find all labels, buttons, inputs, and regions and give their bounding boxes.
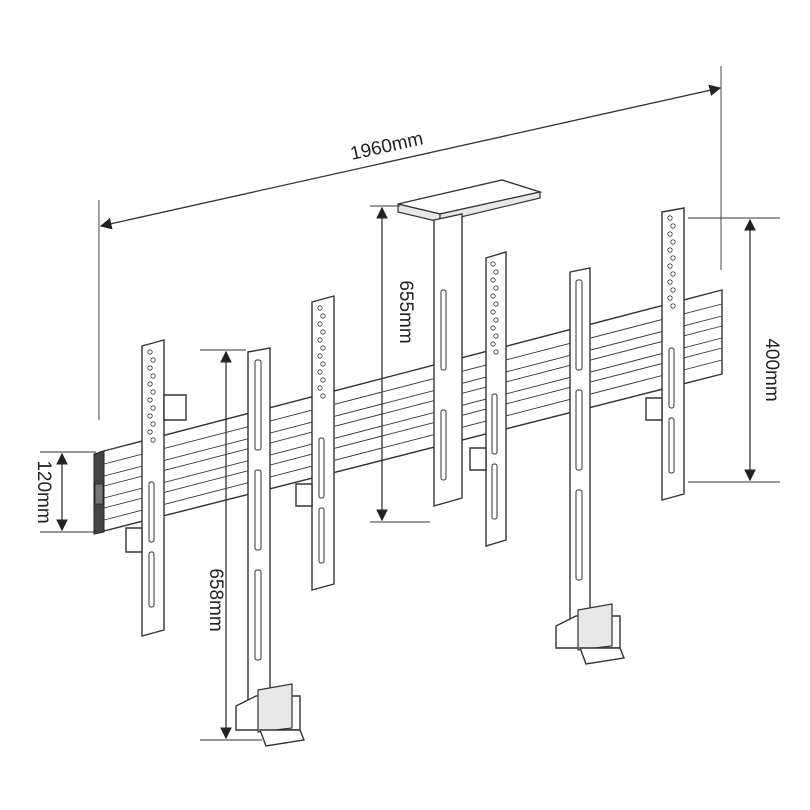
bracket-hole [670, 223, 676, 229]
bracket-hole [493, 317, 499, 323]
bracket-hole [490, 261, 496, 267]
bracket-hole [317, 385, 323, 391]
bracket-hole [317, 353, 323, 359]
bracket-hole-pattern [147, 215, 676, 608]
bracket-hole [320, 313, 326, 319]
bracket-slot [668, 417, 675, 474]
bracket-hole [493, 349, 499, 355]
bracket-hole [320, 329, 326, 335]
leg-height-label: 658mm [205, 568, 226, 631]
bracket-hole [493, 301, 499, 307]
bracket-hole [320, 377, 326, 383]
rail-height-label: 120mm [33, 460, 54, 523]
bracket-hole [317, 337, 323, 343]
bracket-hole [667, 247, 673, 253]
bracket-hole [670, 271, 676, 277]
bracket-hole [670, 303, 676, 309]
bracket-hole [147, 381, 153, 387]
bracket-hole [670, 255, 676, 261]
bracket-hole [317, 305, 323, 311]
dimension-vesa-height: 400mm [688, 217, 782, 483]
bracket-hole [667, 279, 673, 285]
bracket-hole [667, 263, 673, 269]
bracket-hole [493, 333, 499, 339]
dimension-bracket-height: 655mm [370, 205, 430, 523]
vesa-height-label: 400mm [761, 338, 782, 401]
bracket-slot [318, 437, 325, 499]
bracket-hole [150, 357, 156, 363]
bracket-hole [150, 373, 156, 379]
floor-leg-left [235, 347, 305, 747]
bracket-hole [147, 429, 153, 435]
bracket-hole [490, 341, 496, 347]
bracket-hole [317, 321, 323, 327]
bracket-hole [490, 293, 496, 299]
bracket-hole [667, 215, 673, 221]
bracket-hole [490, 277, 496, 283]
bracket-hole [493, 285, 499, 291]
bracket-slot [148, 551, 155, 608]
dimension-leg-height: 658mm [200, 349, 262, 741]
bracket-hole [150, 405, 156, 411]
bracket-hole [147, 349, 153, 355]
bracket-hole [667, 295, 673, 301]
bracket-hole [490, 325, 496, 331]
bracket-slot [148, 481, 155, 543]
bracket-slot [491, 393, 498, 455]
bracket-slot [318, 507, 325, 564]
bracket-slot [491, 463, 498, 520]
bracket-hole [147, 397, 153, 403]
bracket-hole [670, 287, 676, 293]
bracket-hole [670, 239, 676, 245]
bracket-hole [317, 369, 323, 375]
bracket-hole [667, 231, 673, 237]
bracket-hole [150, 437, 156, 443]
bracket-slot [668, 347, 675, 409]
bracket-hole [493, 269, 499, 275]
dimension-rail-height: 120mm [33, 451, 96, 533]
bracket-hole [320, 345, 326, 351]
floor-leg-right [555, 267, 625, 665]
width-label: 1960mm [348, 128, 425, 165]
bracket-hole [320, 361, 326, 367]
bracket-hole [147, 413, 153, 419]
bracket-hole [147, 365, 153, 371]
bracket-height-label: 655mm [395, 280, 416, 343]
bracket-hole [150, 421, 156, 427]
bracket-hole [320, 393, 326, 399]
bracket-hole [150, 389, 156, 395]
bracket-hole [490, 309, 496, 315]
